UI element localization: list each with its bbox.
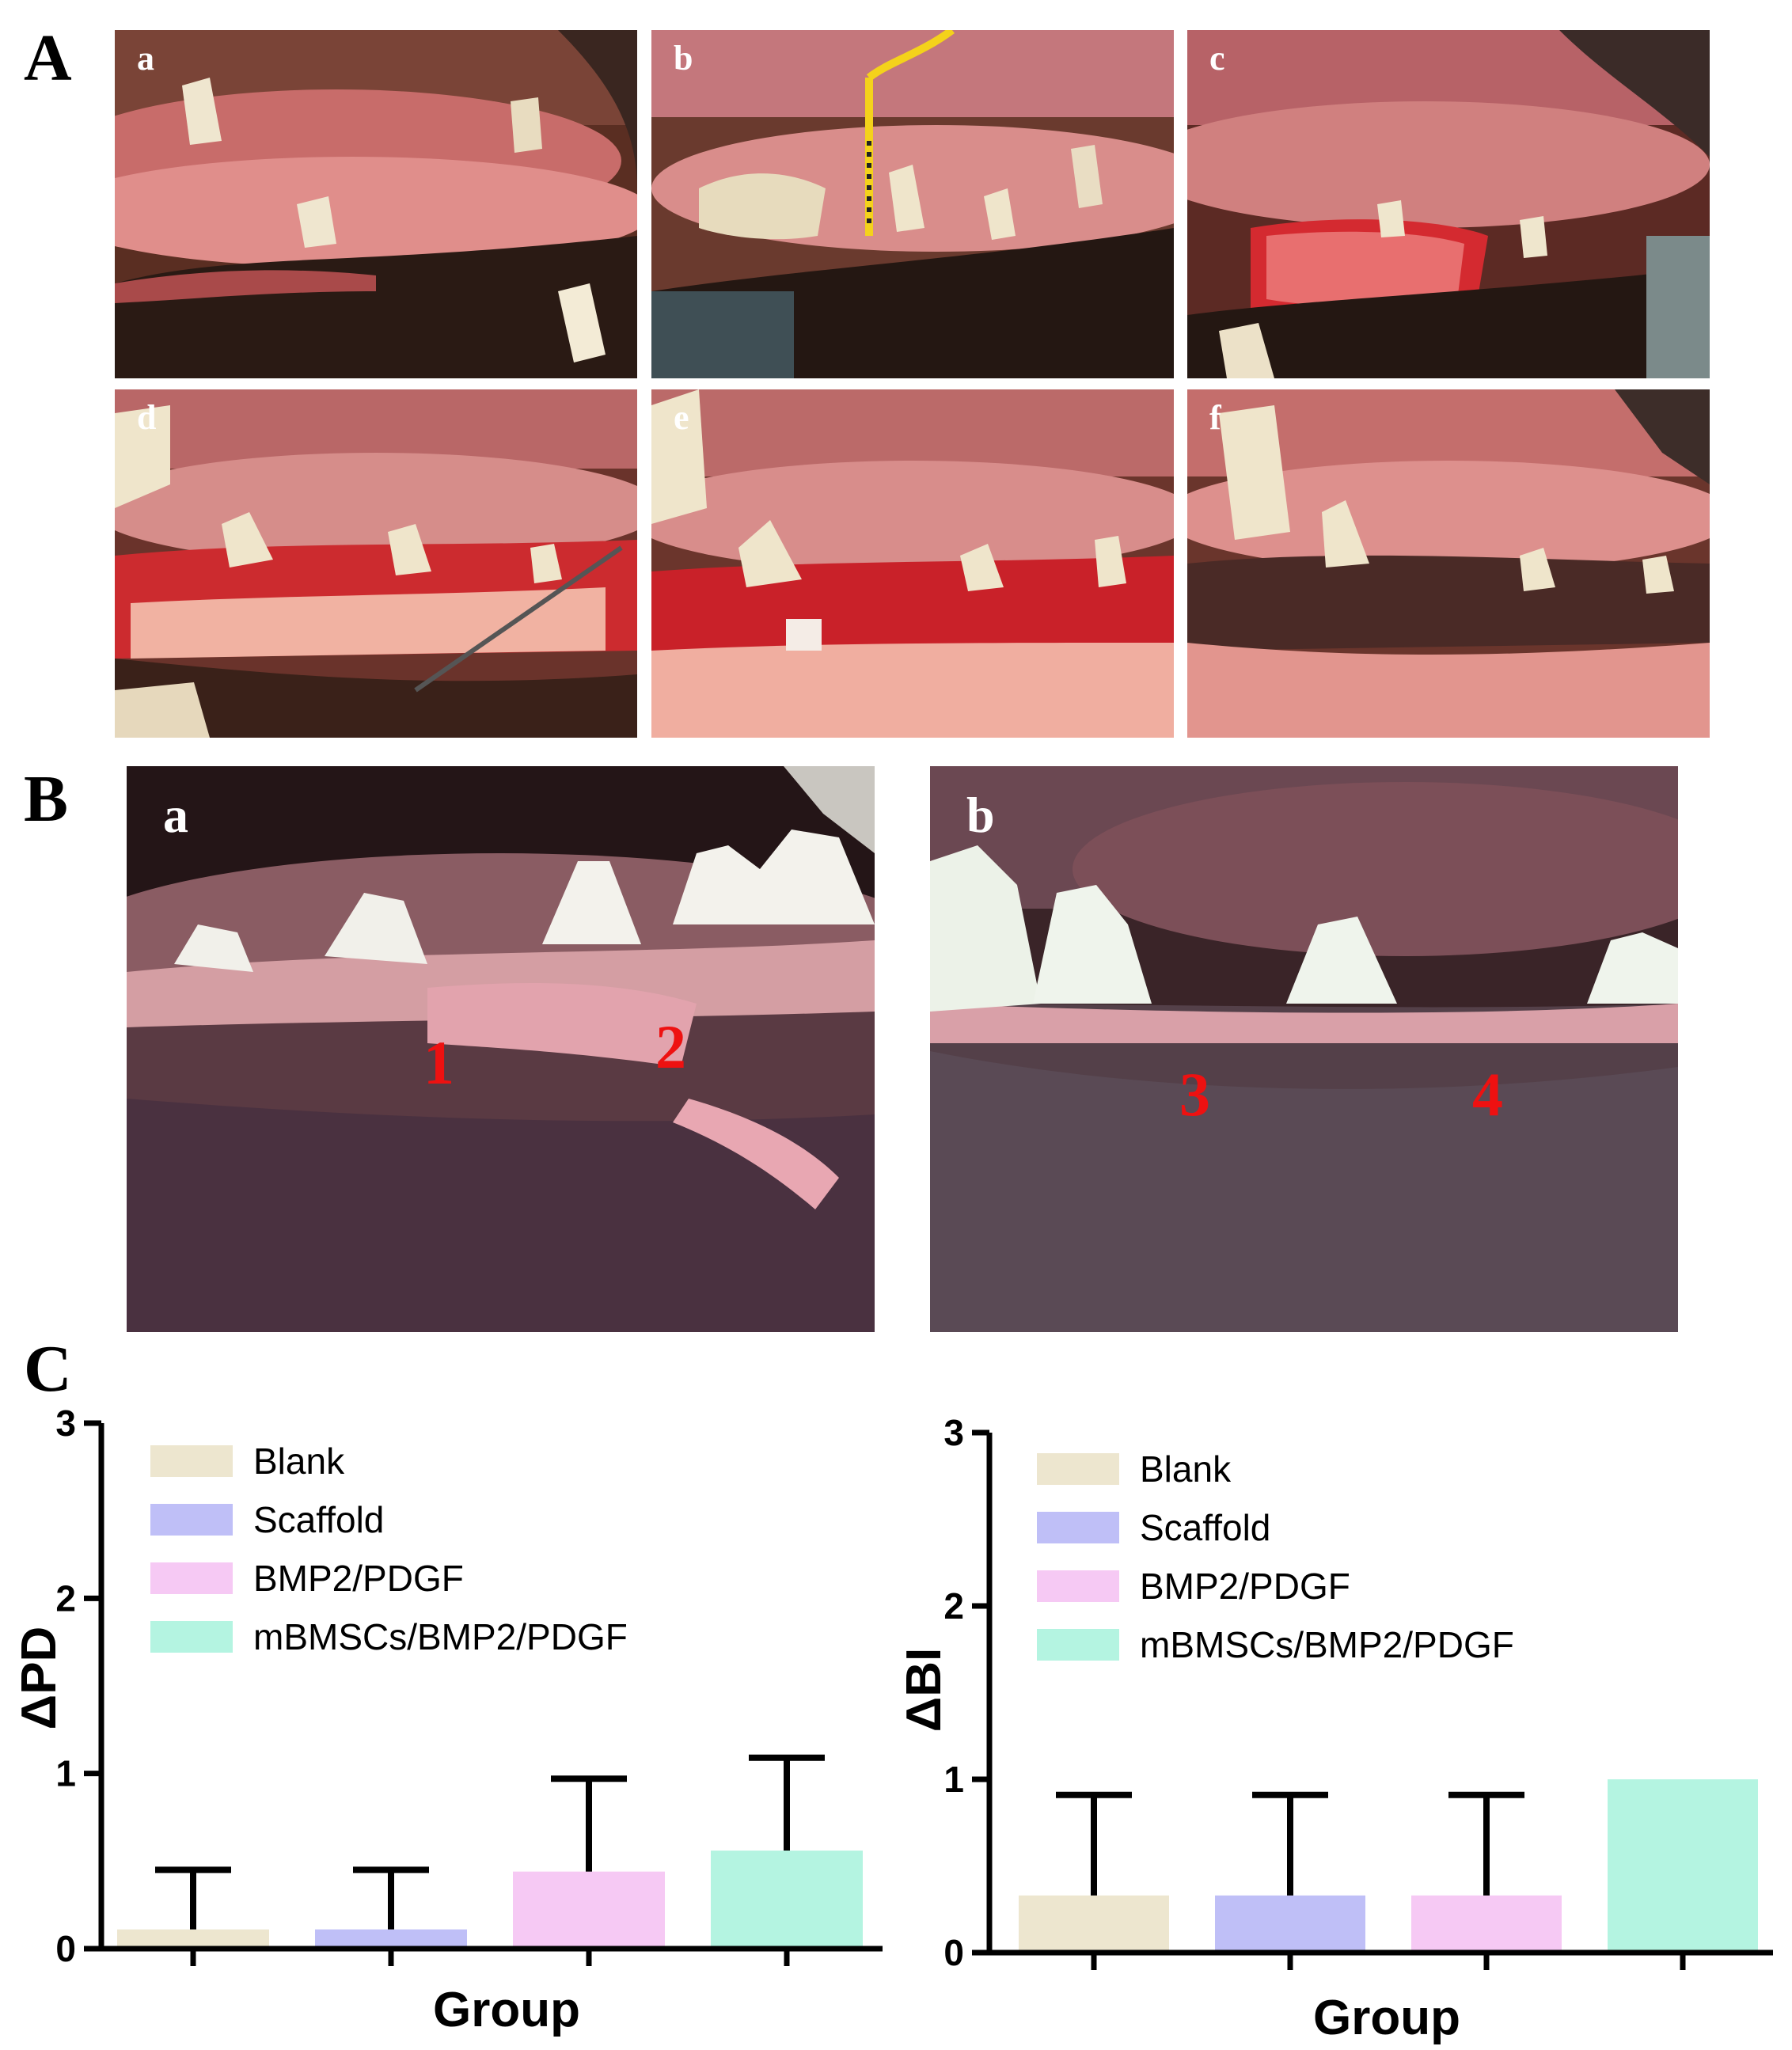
- photo-a-c: c: [1187, 30, 1710, 378]
- y-tick-label-1: 1: [55, 1753, 76, 1794]
- y-tick-label-2: 2: [55, 1577, 76, 1619]
- x-axis-label: Group: [433, 1983, 580, 2037]
- photo-label-e: e: [674, 398, 689, 437]
- photo-b-a: a 1 2: [127, 766, 875, 1332]
- legend-label-1: Scaffold: [1140, 1507, 1270, 1548]
- y-tick-label-3: 3: [943, 1412, 964, 1453]
- photo-label-b: b: [674, 39, 693, 78]
- y-tick-label-0: 0: [943, 1932, 964, 1973]
- photo-label-a: a: [137, 39, 154, 78]
- legend-swatch-0: [1037, 1453, 1119, 1485]
- legend-swatch-0: [150, 1445, 233, 1477]
- photo-label-c: c: [1209, 39, 1225, 78]
- photo-a-d: d: [115, 389, 637, 738]
- legend-swatch-2: [150, 1562, 233, 1594]
- y-tick-label-3: 3: [55, 1403, 76, 1444]
- bar-2: [513, 1871, 665, 1949]
- panel-label-b: B: [24, 762, 69, 836]
- legend-label-0: Blank: [1140, 1448, 1232, 1490]
- legend-swatch-3: [1037, 1629, 1119, 1661]
- y-tick-label-2: 2: [943, 1585, 964, 1627]
- legend-swatch-1: [1037, 1512, 1119, 1543]
- legend-label-2: BMP2/PDGF: [1140, 1566, 1350, 1607]
- site-number-4: 4: [1472, 1060, 1503, 1129]
- legend-swatch-2: [1037, 1570, 1119, 1602]
- x-axis-label: Group: [1313, 1991, 1460, 2045]
- y-axis-label: ΔPD: [12, 1627, 66, 1730]
- bar-2: [1411, 1895, 1562, 1953]
- bar-3: [1608, 1779, 1758, 1953]
- bar-0: [1019, 1895, 1169, 1953]
- photo-a-e: e: [651, 389, 1174, 738]
- legend-label-2: BMP2/PDGF: [253, 1558, 464, 1599]
- legend-swatch-1: [150, 1504, 233, 1536]
- legend-swatch-3: [150, 1621, 233, 1653]
- photo-label-b-b: b: [966, 787, 995, 843]
- photo-a-a: a: [115, 30, 637, 378]
- site-number-1: 1: [423, 1028, 454, 1097]
- bar-1: [1215, 1895, 1365, 1953]
- legend-label-3: mBMSCs/BMP2/PDGF: [1140, 1624, 1514, 1665]
- y-axis-label: ΔBI: [897, 1648, 951, 1733]
- site-number-3: 3: [1179, 1060, 1210, 1129]
- legend-label-1: Scaffold: [253, 1499, 384, 1540]
- y-tick-label-0: 0: [55, 1928, 76, 1969]
- bar-3: [711, 1851, 863, 1949]
- panel-label-a: A: [24, 21, 72, 95]
- panel-label-c: C: [24, 1332, 72, 1406]
- photo-label-f: f: [1209, 398, 1221, 437]
- photo-a-f: f: [1187, 389, 1710, 738]
- photo-label-b-a: a: [163, 787, 188, 843]
- photo-label-d: d: [137, 398, 157, 437]
- bar-1: [315, 1929, 467, 1949]
- bar-0: [117, 1929, 269, 1949]
- y-tick-label-1: 1: [943, 1759, 964, 1800]
- photo-b-b: b 3 4: [930, 766, 1678, 1332]
- legend-label-0: Blank: [253, 1441, 345, 1482]
- legend-label-3: mBMSCs/BMP2/PDGF: [253, 1616, 628, 1657]
- site-number-2: 2: [655, 1012, 686, 1081]
- photo-a-b: b: [651, 30, 1174, 378]
